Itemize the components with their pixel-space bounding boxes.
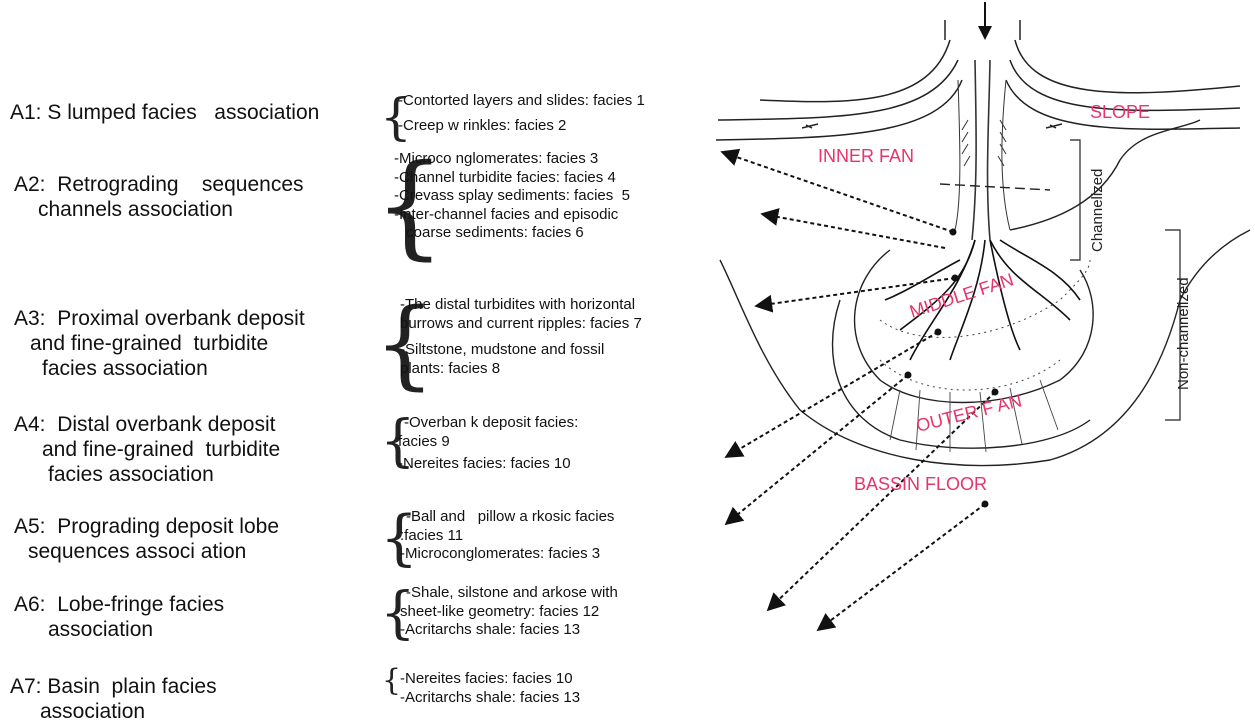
facies-group-a5: -Ball and pillow a rkosic facies :facies… <box>400 508 614 564</box>
distributary-channels <box>884 239 1081 361</box>
facies-line: -Overban k deposit facies: <box>404 414 579 431</box>
facies-group-a6: -Shale, silstone and arkose with sheet-l… <box>400 584 618 640</box>
association-a2: A2: Retrograding sequences channels asso… <box>14 172 304 222</box>
facies-group-a2: -Microco nglomerates: facies 3 -Channel … <box>394 150 630 243</box>
association-line: and fine-grained turbidite <box>30 332 269 355</box>
facies-group-a3: -The distal turbidites with horizontal b… <box>400 296 642 378</box>
association-a6: A6: Lobe-fringe facies association <box>14 592 224 642</box>
brace-icon: { <box>374 288 436 400</box>
association-line: sequences associ ation <box>28 540 247 563</box>
basin-outline <box>719 229 1251 467</box>
feeder-canyon <box>954 59 1011 241</box>
association-a4: A4: Distal overbank deposit and fine-gra… <box>14 412 280 487</box>
facies-line: -The distal turbidites with horizontal <box>400 296 636 313</box>
association-line: A2: Retrograding sequences <box>14 173 304 196</box>
facies-line: facies 9 <box>398 432 450 450</box>
facies-line: coarse sediments: facies 6 <box>402 224 584 241</box>
brace-icon: { <box>374 141 446 271</box>
lobe-apron <box>879 359 1061 391</box>
association-line: A1: S lumped facies association <box>10 101 320 124</box>
facies-line: -Inter-channel facies and episodic <box>394 205 619 223</box>
association-line: A3: Proximal overbank deposit <box>14 307 305 330</box>
outer-fan-boundary <box>831 299 1091 449</box>
facies-line: sheet-like geometry: facies 12 <box>400 602 600 620</box>
fan-margin <box>1009 119 1201 231</box>
channelized-label: Channelized <box>1089 169 1106 252</box>
association-line: A6: Lobe-fringe facies <box>14 593 225 616</box>
brace-icon: { <box>380 581 416 646</box>
facies-line: -Acritarchs shale: facies 13 <box>400 621 581 638</box>
brace-icon: { <box>380 503 419 573</box>
association-a1: A1: S lumped facies association <box>10 100 319 125</box>
facies-line: :facies 11 <box>400 526 464 544</box>
facies-line: -Microco nglomerates: facies 3 <box>394 150 599 167</box>
association-line: A5: Prograding deposit lobe <box>14 515 280 538</box>
association-a7: A7: Basin plain facies association <box>10 674 217 724</box>
non-channelized-bracket <box>1165 229 1181 421</box>
channelized-bracket <box>1070 139 1081 261</box>
facies-group-a4: -Overban k deposit facies: facies 9 -Ner… <box>398 414 578 474</box>
facies-line: -Ball and pillow a rkosic facies <box>406 508 615 525</box>
brace-icon: { <box>382 663 402 698</box>
association-a3: A3: Proximal overbank deposit and fine-g… <box>14 306 305 381</box>
facies-line: -Shale, silstone and arkose with <box>406 584 618 601</box>
facies-group-a1: -Contorted layers and slides: facies 1 -… <box>398 92 645 135</box>
association-line: association <box>40 700 146 723</box>
association-line: channels association <box>38 198 233 221</box>
facies-line: plants: facies 8 <box>400 359 501 377</box>
basin-floor-label: BASSIN FLOOR <box>854 474 987 494</box>
outer-fan-label: OUTER F AN <box>914 390 1024 436</box>
slope-layers <box>715 20 1241 141</box>
linking-arrows <box>720 148 996 632</box>
facies-line: -Acritarchs shale: facies 13 <box>400 688 581 706</box>
input-arrow <box>978 2 992 40</box>
lobe-apron <box>879 259 1091 338</box>
facies-line: -Nereites facies: facies 10 <box>398 455 571 472</box>
association-line: and fine-grained turbidite <box>42 438 281 461</box>
association-line: facies association <box>48 463 214 486</box>
association-line: A4: Distal overbank deposit <box>14 413 276 436</box>
inner-fan-label: INNER FAN <box>818 146 914 166</box>
facies-group-a7: -Nereites facies: facies 10 -Acritarchs … <box>400 670 580 707</box>
association-a5: A5: Prograding deposit lobe sequences as… <box>14 514 279 564</box>
middle-fan-label: MIDDLE FAN <box>907 269 1016 321</box>
brace-icon: { <box>380 88 412 146</box>
brace-icon: { <box>380 409 416 474</box>
facies-line: -Nereites facies: facies 10 <box>400 670 573 687</box>
facies-line: -Contorted layers and slides: facies 1 <box>398 92 645 109</box>
association-line: A7: Basin plain facies <box>10 675 217 698</box>
slope-label: SLOPE <box>1090 102 1150 122</box>
facies-line: -Channel turbidite facies: facies 4 <box>394 168 616 186</box>
facies-line: burrows and current ripples: facies 7 <box>400 314 642 332</box>
middle-fan-lobe <box>853 249 1094 404</box>
facies-line: -Siltstone, mudstone and fossil <box>400 341 605 358</box>
facies-line: -Creep w rinkles: facies 2 <box>398 116 567 134</box>
association-line: facies association <box>42 357 208 380</box>
inner-fan-boundary <box>939 183 1051 191</box>
facies-line: -Microconglomerates: facies 3 <box>400 545 601 562</box>
facies-line: -Crevass splay sediments: facies 5 <box>394 187 630 204</box>
association-line: association <box>48 618 154 641</box>
non-channelized-label: Non-channelized <box>1175 277 1192 390</box>
outer-fan-rills <box>889 379 1059 453</box>
